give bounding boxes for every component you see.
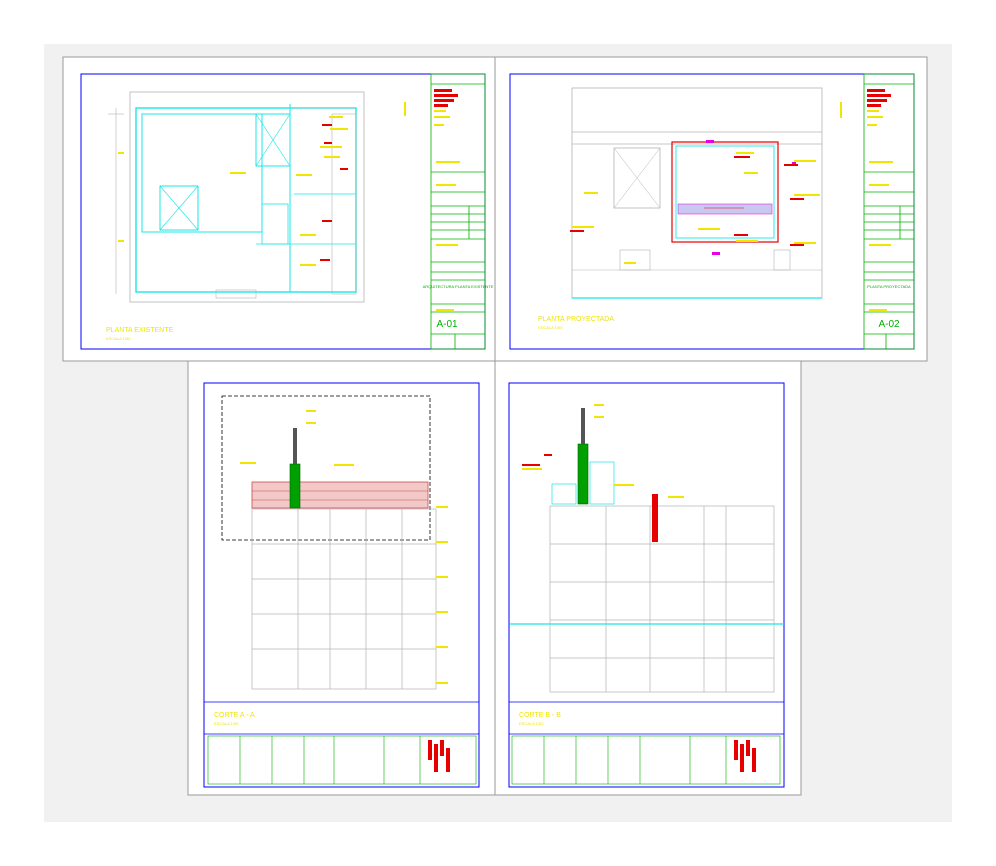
title-block — [430, 73, 486, 350]
sheet-scale: ESCALA 1/50 — [214, 721, 239, 726]
sheet-scale: ESCALA 1/50 — [106, 336, 131, 341]
sheet-code: A-02 — [878, 319, 900, 330]
sheet-corte-a-a: CORTE A - A ESCALA 1/50 — [187, 360, 496, 796]
title-block — [207, 735, 477, 785]
floor-plan-existente — [108, 91, 365, 303]
brick-parapet-a — [251, 428, 429, 509]
title-block — [863, 73, 915, 350]
sheet-title: CORTE B - B — [519, 712, 561, 719]
sheet-title: PLANTA PROYECTADA — [538, 316, 614, 323]
frame-border — [508, 382, 785, 788]
sheet-scale: ESCALA 1/50 — [538, 325, 563, 330]
sheet-code: A-01 — [436, 319, 458, 330]
sheet-title: PLANTA EXISTENTE — [106, 327, 173, 334]
drawing-sheets: A-01 ARQUITECTURA PLANTA EXISTENTE — [62, 56, 928, 796]
cad-canvas: A-01 ARQUITECTURA PLANTA EXISTENTE — [44, 44, 952, 822]
title-block-revisions — [434, 89, 458, 107]
section-building-b — [549, 505, 775, 693]
sheet-planta-existente: A-01 ARQUITECTURA PLANTA EXISTENTE — [62, 56, 496, 362]
sheet-corte-b-b: CORTE B - B ESCALA 1/50 — [494, 360, 802, 796]
section-building-a — [251, 508, 437, 690]
block-title: PLANTA PROYECTADA — [867, 284, 911, 289]
sheet-planta-proyectada: A-02 PLANTA PROYECTADA — [494, 56, 928, 362]
sheet-title: CORTE A - A — [214, 712, 255, 719]
title-block — [511, 735, 781, 785]
floor-plan-proyectada — [571, 87, 823, 299]
sheet-scale: ESCALA 1/50 — [519, 721, 544, 726]
frame-border — [203, 382, 480, 788]
block-title: ARQUITECTURA PLANTA EXISTENTE — [423, 284, 494, 289]
